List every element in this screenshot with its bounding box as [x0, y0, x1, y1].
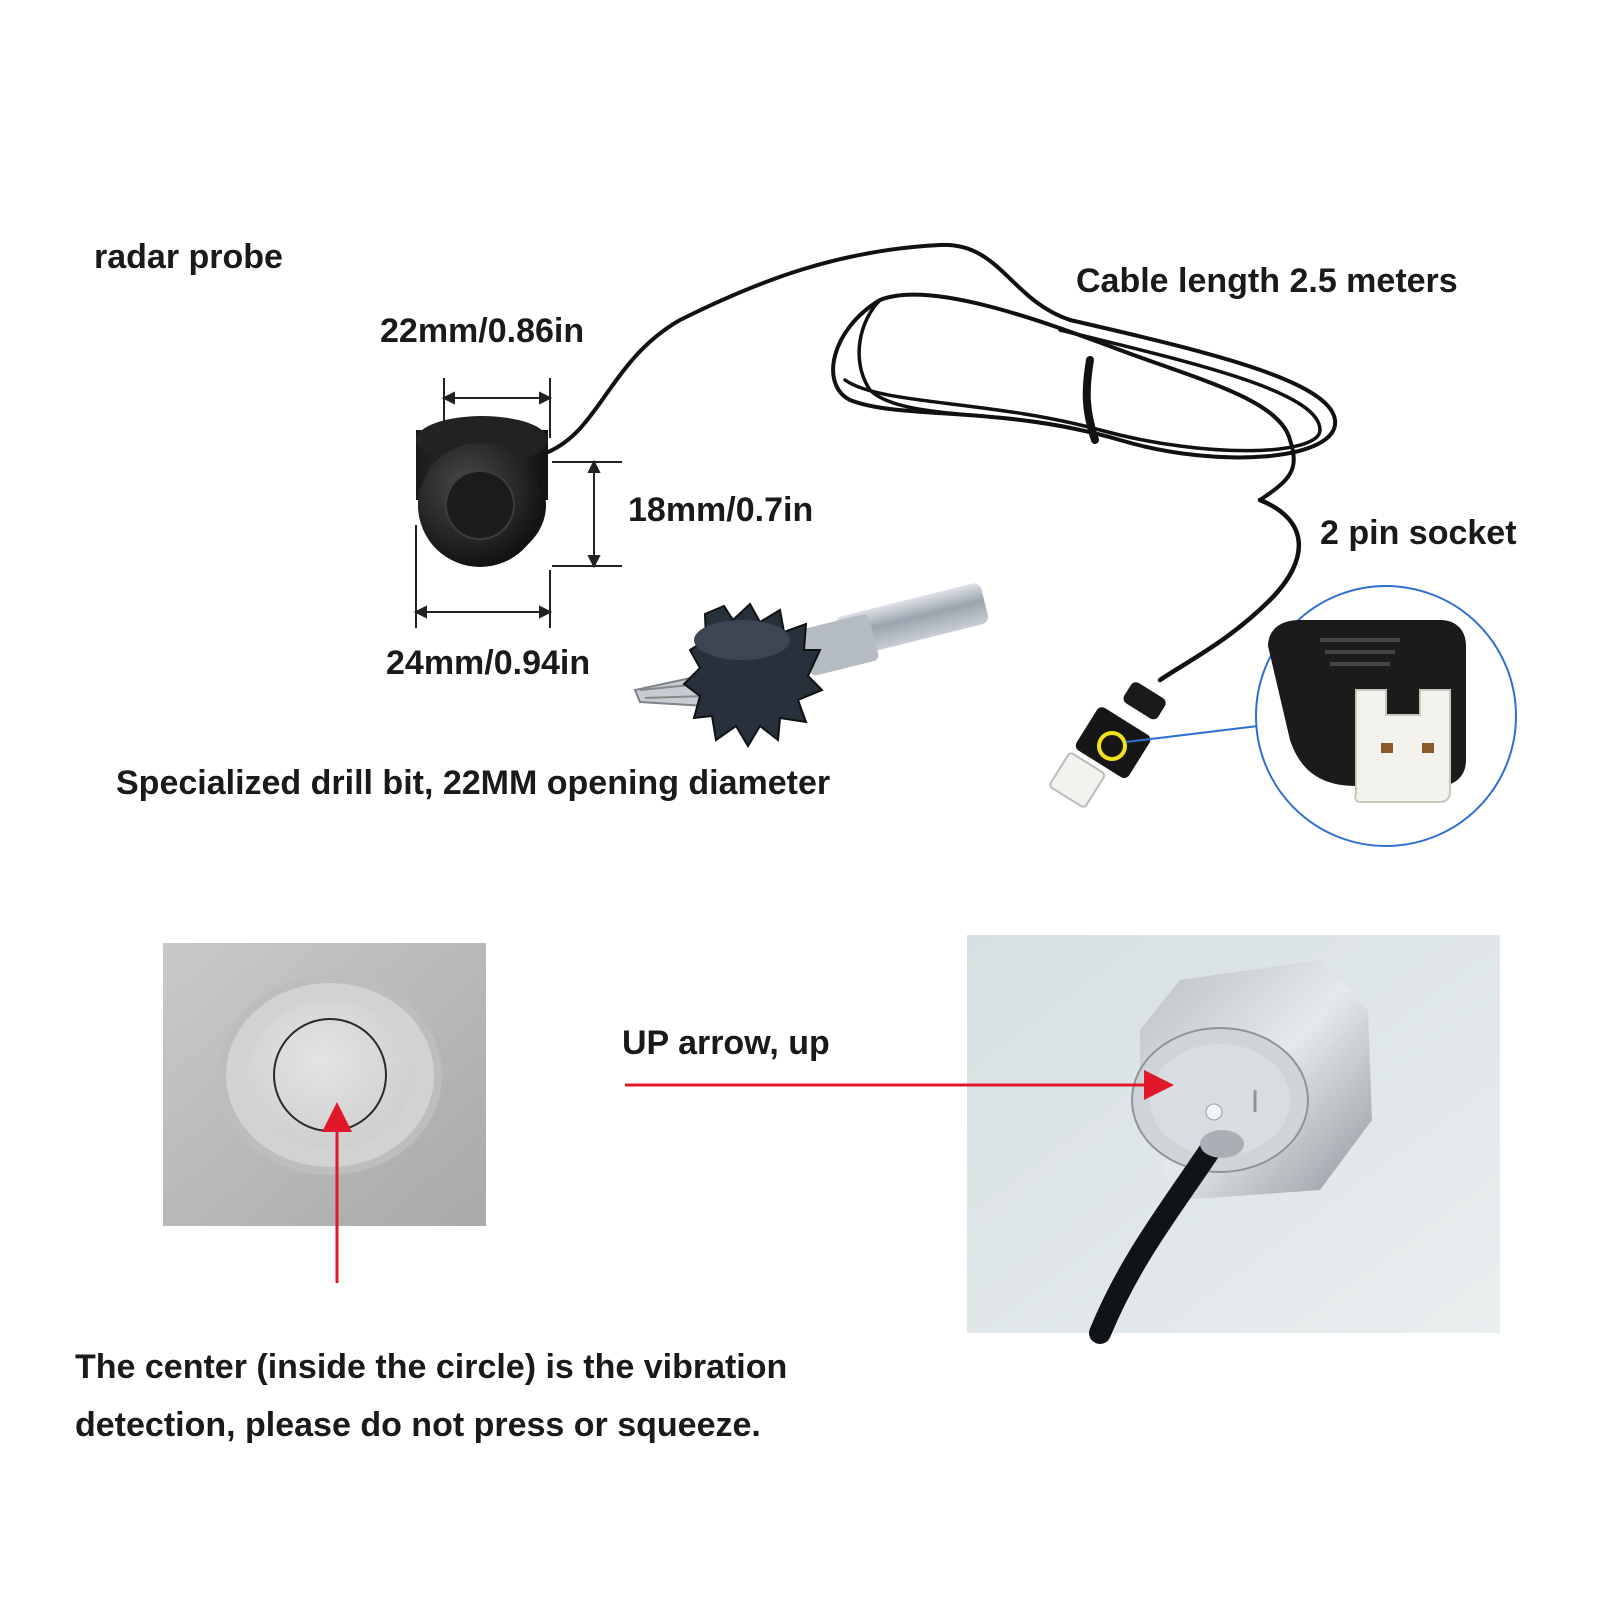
- width-top-label: 22mm/0.86in: [380, 312, 585, 350]
- drill-bit-icon: [633, 583, 989, 748]
- probe-sensor: [416, 416, 548, 567]
- width-bottom-label: 24mm/0.94in: [386, 644, 591, 682]
- socket-zoom-callout: [1255, 585, 1517, 847]
- socket-label: 2 pin socket: [1320, 514, 1517, 552]
- vibration-note: The center (inside the circle) is the vi…: [75, 1338, 975, 1454]
- cable-length-label: Cable length 2.5 meters: [1076, 262, 1458, 300]
- bumper-sensor-photo: [163, 943, 486, 1226]
- note-line-1: The center (inside the circle) is the vi…: [75, 1348, 788, 1386]
- radar-probe-label: radar probe: [94, 238, 283, 276]
- sensor-side-photo: [967, 935, 1500, 1344]
- cable: [546, 242, 1338, 683]
- note-line-2: detection, please do not press or squeez…: [75, 1406, 761, 1444]
- drill-bit-label: Specialized drill bit, 22MM opening diam…: [116, 764, 831, 802]
- up-arrow-label: UP arrow, up: [622, 1024, 830, 1062]
- connector-icon: [1049, 682, 1259, 808]
- dimension-lines: [413, 378, 622, 628]
- height-label: 18mm/0.7in: [628, 491, 814, 529]
